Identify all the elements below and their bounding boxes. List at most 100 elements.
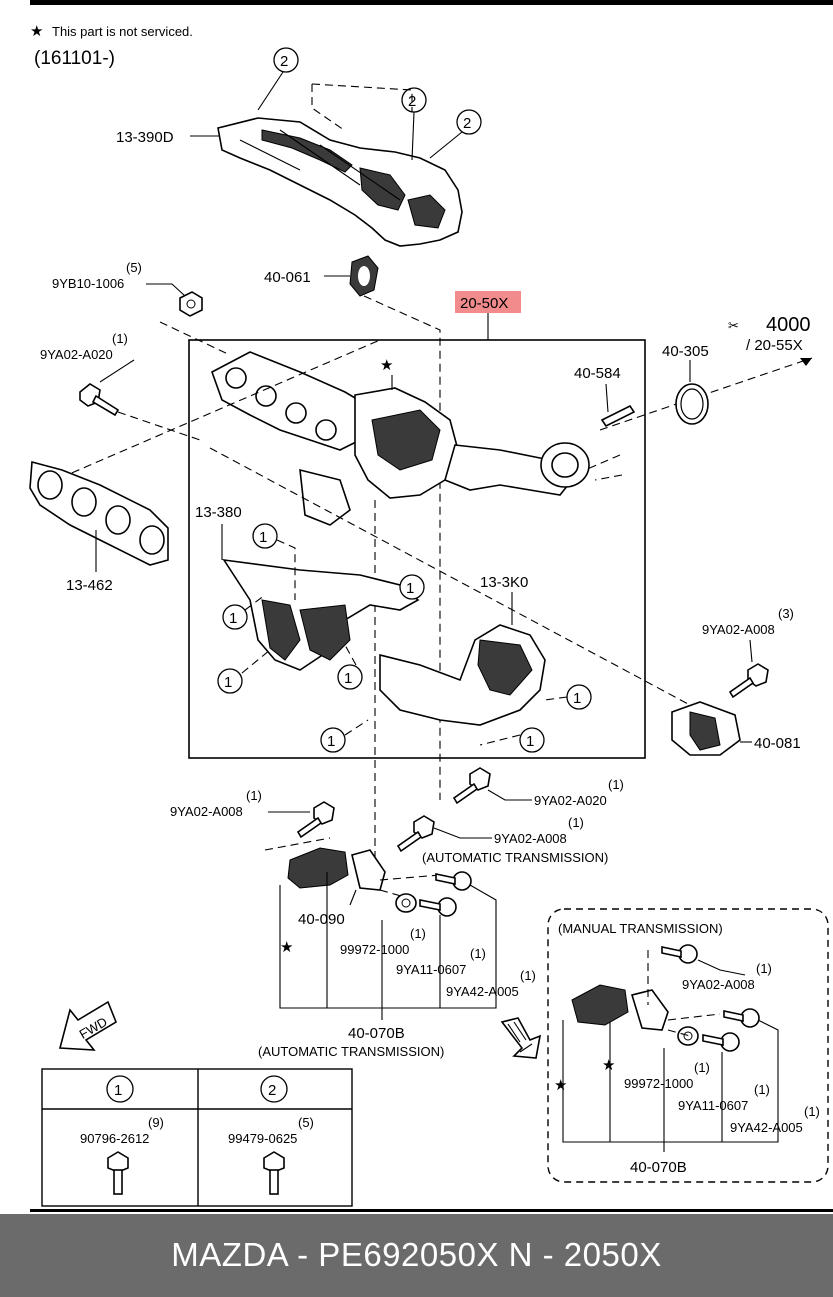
highlight-20-50X — [455, 291, 521, 313]
bolt-99479-0625-icon — [263, 1151, 285, 1195]
direction-arrow-icon — [500, 1017, 542, 1059]
qty-99972-1000: (1) — [410, 926, 426, 941]
qty-9YB10-1006: (5) — [126, 260, 142, 275]
bracket-40-081 — [671, 701, 741, 756]
star-mark-mt-a: ★ — [554, 1077, 567, 1094]
svg-text:1: 1 — [229, 610, 237, 627]
star-symbol: ★ — [30, 23, 43, 40]
label-9YB10-1006: 9YB10-1006 — [52, 276, 124, 291]
insulator-13-3K0 — [379, 624, 546, 726]
not-serviced-note: This part is not serviced. — [52, 24, 193, 39]
callout-1-f: 1 — [566, 684, 592, 710]
heat-insulator-upper — [217, 117, 463, 247]
label-40-305: 40-305 — [662, 343, 709, 360]
svg-text:1: 1 — [526, 733, 534, 750]
legend-col2-head: 2 — [268, 1082, 276, 1099]
callout-2-b: 2 — [401, 87, 427, 113]
qty-99972-1000-mt: (1) — [694, 1060, 710, 1075]
bolt-9YA11-0607-at — [419, 897, 457, 917]
star-mark-manifold: ★ — [380, 357, 393, 374]
serial-range: (161101-) — [34, 48, 115, 69]
qty-9YA42-A005-mt: (1) — [804, 1104, 820, 1119]
label-9YA42-A005: 9YA42-A005 — [446, 984, 519, 999]
callout-1-e: 1 — [337, 664, 363, 690]
bolt-9YA02-A008-mt — [661, 944, 698, 964]
top-border — [30, 0, 833, 5]
label-9YA02-A020-mid: 9YA02-A020 — [534, 793, 607, 808]
svg-text:1: 1 — [406, 580, 414, 597]
label-20-55X: / 20-55X — [746, 337, 803, 354]
insulator-40-061 — [349, 255, 379, 297]
gasket-13-462 — [29, 460, 169, 566]
label-4000: 4000 — [766, 314, 811, 336]
svg-text:1: 1 — [344, 670, 352, 687]
svg-text:1: 1 — [224, 674, 232, 691]
exhaust-manifold — [211, 351, 590, 526]
bolt-9YA42-A005-at — [435, 871, 472, 891]
label-40-070B-mt: 40-070B — [630, 1159, 687, 1176]
manual-transmission-box — [547, 908, 829, 1183]
label-13-462: 13-462 — [66, 577, 113, 594]
qty-9YA11-0607-mt: (1) — [754, 1082, 770, 1097]
bolt-90796-2612-icon — [107, 1151, 129, 1195]
svg-text:1: 1 — [327, 733, 335, 750]
label-9YA11-0607: 9YA11-0607 — [396, 962, 466, 977]
callout-1-g: 1 — [320, 727, 346, 753]
fwd-arrow-icon: FWD — [58, 1000, 117, 1051]
callout-1-h: 1 — [519, 727, 545, 753]
insulator-13-380 — [222, 558, 420, 671]
label-9YA42-A005-mt: 9YA42-A005 — [730, 1120, 803, 1135]
callout-1-b: 1 — [399, 574, 425, 600]
legend-col2-part: 99479-0625 — [228, 1131, 297, 1146]
bolt-9YA02-A008-left — [296, 801, 335, 839]
label-40-090: 40-090 — [298, 911, 345, 928]
footer-bar — [0, 1214, 833, 1297]
label-40-061: 40-061 — [264, 269, 311, 286]
legend-col2-qty: (5) — [298, 1115, 314, 1130]
qty-9YA02-A020-top: (1) — [112, 331, 128, 346]
star-mark-at: ★ — [280, 939, 293, 956]
callout-1-c: 1 — [222, 604, 248, 630]
qty-9YA02-A008-right: (3) — [778, 606, 794, 621]
manual-title: (MANUAL TRANSMISSION) — [558, 921, 723, 936]
qty-9YA02-A008-left: (1) — [246, 788, 262, 803]
bracket-40-090-mt — [571, 984, 669, 1031]
callout-1-d: 1 — [217, 668, 243, 694]
label-9YA02-A008-right: 9YA02-A008 — [702, 622, 775, 637]
star-mark-mt-b: ★ — [602, 1057, 615, 1074]
label-99972-1000: 99972-1000 — [340, 942, 409, 957]
label-13-3K0: 13-3K0 — [480, 574, 528, 591]
label-13-390D: 13-390D — [116, 129, 174, 146]
qty-9YA11-0607: (1) — [470, 946, 486, 961]
bolt-9YA42-A005-mt — [723, 1008, 760, 1028]
callout-1-a: 1 — [252, 523, 278, 549]
svg-text:2: 2 — [280, 53, 288, 70]
legend-table: 1 2 (9) 90796-2612 (5) 99479-0625 — [41, 1068, 353, 1207]
label-9YA02-A008-left: 9YA02-A008 — [170, 804, 243, 819]
note-automatic-transmission-1: (AUTOMATIC TRANSMISSION) — [422, 850, 608, 865]
bolt-9YA02-A020-mid — [452, 767, 491, 805]
bracket-40-090 — [287, 847, 386, 891]
bottom-border — [30, 1209, 833, 1212]
label-40-081: 40-081 — [754, 735, 801, 752]
label-13-380: 13-380 — [195, 504, 242, 521]
footer-part-number: MAZDA - PE692050X N - 2050X — [171, 1236, 662, 1273]
qty-9YA42-A005: (1) — [520, 968, 536, 983]
label-9YA02-A008-mt: 9YA02-A008 — [682, 977, 755, 992]
label-9YA02-A020-top: 9YA02-A020 — [40, 347, 113, 362]
stud-40-584 — [600, 404, 636, 428]
callout-2-a: 2 — [273, 47, 299, 73]
legend-col1-qty: (9) — [148, 1115, 164, 1130]
qty-9YA02-A008-mid: (1) — [568, 815, 584, 830]
bolt-9YA02-A020-top — [79, 383, 120, 417]
callout-2-c: 2 — [456, 109, 482, 135]
svg-text:2: 2 — [463, 115, 471, 132]
scissor-icon: ✂ — [728, 318, 739, 333]
svg-text:1: 1 — [573, 690, 581, 707]
label-9YA11-0607-mt: 9YA11-0607 — [678, 1098, 748, 1113]
label-9YA02-A008-mid: 9YA02-A008 — [494, 831, 567, 846]
legend-col1-head: 1 — [114, 1082, 122, 1099]
bolt-9YA02-A008-mid — [396, 815, 435, 853]
label-20-50X: 20-50X — [460, 295, 508, 312]
